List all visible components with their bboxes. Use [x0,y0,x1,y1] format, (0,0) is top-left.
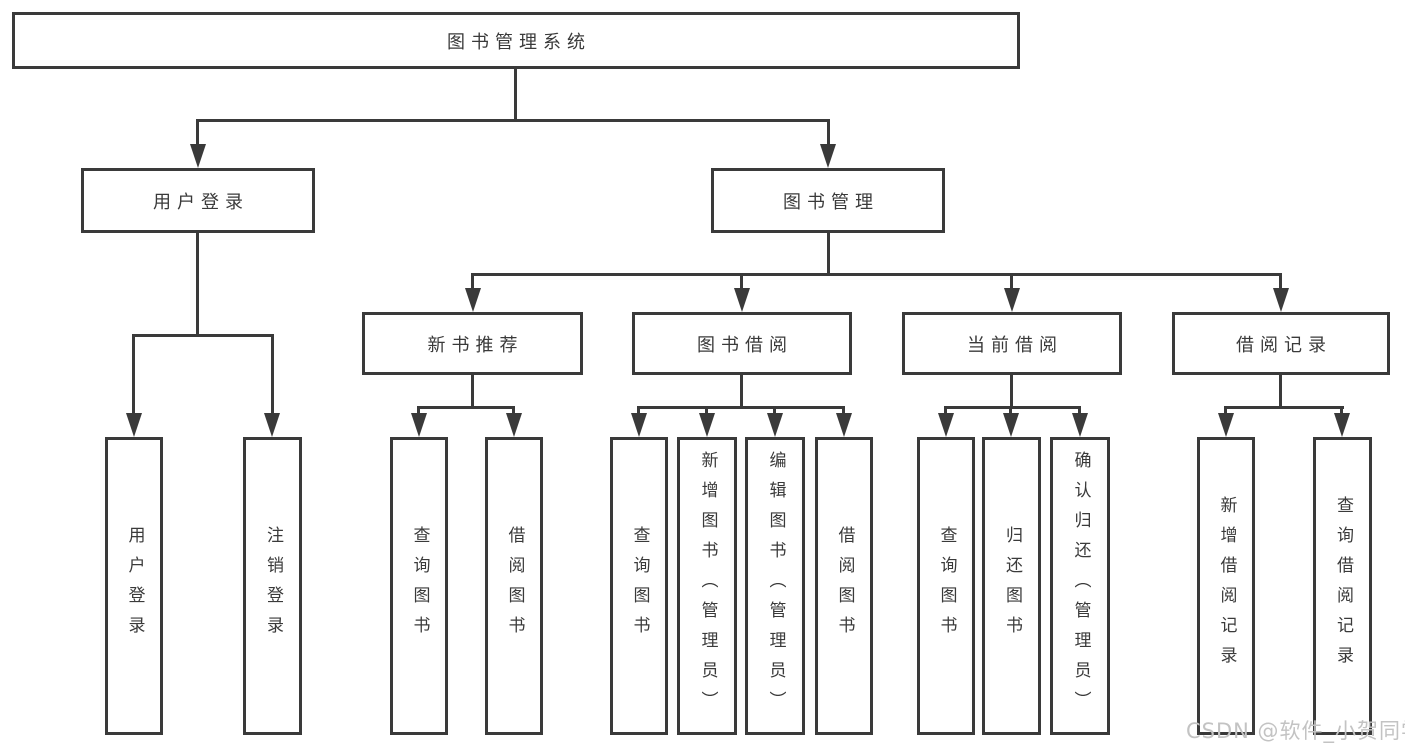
leaf-borrow-book-recommend-label: 借阅图书 [504,526,525,646]
node-book-borrowing-label: 图书借阅 [697,334,793,356]
connector-line [773,406,776,416]
leaf-query-borrow-record-label: 查询借阅记录 [1333,496,1353,676]
node-book-management-label: 图书管理 [783,191,879,213]
leaf-borrow-book-recommend: 借阅图书 [485,437,543,735]
node-current-borrowing-label: 当前借阅 [967,334,1063,356]
connector-line [196,119,830,122]
leaf-query-book-recommend-label: 查询图书 [409,526,430,646]
arrow-head [631,413,647,437]
leaf-query-book-borrowing-label: 查询图书 [629,526,650,646]
arrow-head [1003,413,1019,437]
node-book-borrowing: 图书借阅 [632,312,852,375]
node-borrowing-records: 借阅记录 [1172,312,1390,375]
node-book-management: 图书管理 [711,168,945,233]
arrow-head [506,413,522,437]
leaf-logout-label: 注销登录 [263,526,283,646]
connector-line [417,406,420,416]
leaf-edit-book-admin-label: 编辑图书（管理员） [765,451,786,721]
node-user-login: 用户登录 [81,168,315,233]
arrow-head [126,413,142,437]
arrow-head [1334,413,1350,437]
connector-line [705,406,708,416]
connector-line [944,406,947,416]
leaf-query-book-recommend: 查询图书 [390,437,448,735]
leaf-query-book-current: 查询图书 [917,437,975,735]
arrow-head [820,144,836,168]
leaf-add-borrow-record-label: 新增借阅记录 [1216,496,1237,676]
node-current-borrowing: 当前借阅 [902,312,1122,375]
arrow-head [264,413,280,437]
node-borrowing-records-label: 借阅记录 [1236,334,1332,356]
connector-line [1340,406,1343,416]
connector-line [842,406,845,416]
node-new-book-recommend: 新书推荐 [362,312,583,375]
connector-line [1078,406,1081,416]
leaf-edit-book-admin: 编辑图书（管理员） [745,437,805,735]
connector-line [196,233,199,337]
leaf-logout: 注销登录 [243,437,302,735]
connector-line [471,273,474,293]
connector-line [1279,273,1282,293]
csdn-watermark: CSDN @软件_小贺同学 [1186,719,1405,743]
leaf-query-book-borrowing: 查询图书 [610,437,668,735]
node-root-label: 图书管理系统 [447,31,591,53]
connector-line [1010,273,1013,293]
arrow-head [190,144,206,168]
leaf-return-book-label: 归还图书 [1002,526,1022,646]
connector-line [1224,406,1227,416]
leaf-confirm-return-admin-label: 确认归还（管理员） [1070,451,1091,721]
connector-line [1224,406,1344,409]
connector-line [471,273,1282,276]
leaf-query-borrow-record: 查询借阅记录 [1313,437,1372,735]
connector-line [271,334,274,416]
leaf-add-borrow-record: 新增借阅记录 [1197,437,1255,735]
leaf-borrow-book-borrowing-label: 借阅图书 [834,526,855,646]
leaf-add-book-admin: 新增图书（管理员） [677,437,737,735]
connector-line [1009,406,1012,416]
arrow-head [1072,413,1088,437]
leaf-confirm-return-admin: 确认归还（管理员） [1050,437,1110,735]
connector-line [514,68,517,122]
connector-line [827,119,830,149]
connector-line [512,406,515,416]
node-user-login-label: 用户登录 [153,191,249,213]
leaf-query-book-current-label: 查询图书 [936,526,957,646]
arrow-head [1004,288,1020,312]
leaf-return-book: 归还图书 [982,437,1041,735]
leaf-user-login: 用户登录 [105,437,163,735]
connector-line [196,119,199,149]
connector-line [471,375,474,409]
connector-line [132,334,135,416]
connector-line [1010,375,1013,409]
node-new-book-recommend-label: 新书推荐 [427,334,524,356]
arrow-head [938,413,954,437]
connector-line [417,406,515,409]
arrow-head [465,288,481,312]
leaf-borrow-book-borrowing: 借阅图书 [815,437,873,735]
arrow-head [734,288,750,312]
arrow-head [699,413,715,437]
arrow-head [1218,413,1234,437]
leaf-add-book-admin-label: 新增图书（管理员） [697,451,718,721]
connector-line [1279,375,1282,409]
node-root: 图书管理系统 [12,12,1020,69]
connector-line [944,406,1081,409]
arrow-head [767,413,783,437]
arrow-head [1273,288,1289,312]
arrow-head [836,413,852,437]
connector-line [740,273,743,293]
connector-line [740,375,743,409]
arrow-head [411,413,427,437]
connector-line [132,334,274,337]
connector-line [637,406,640,416]
connector-line [827,233,830,276]
connector-line [637,406,845,409]
leaf-user-login-label: 用户登录 [124,526,145,646]
